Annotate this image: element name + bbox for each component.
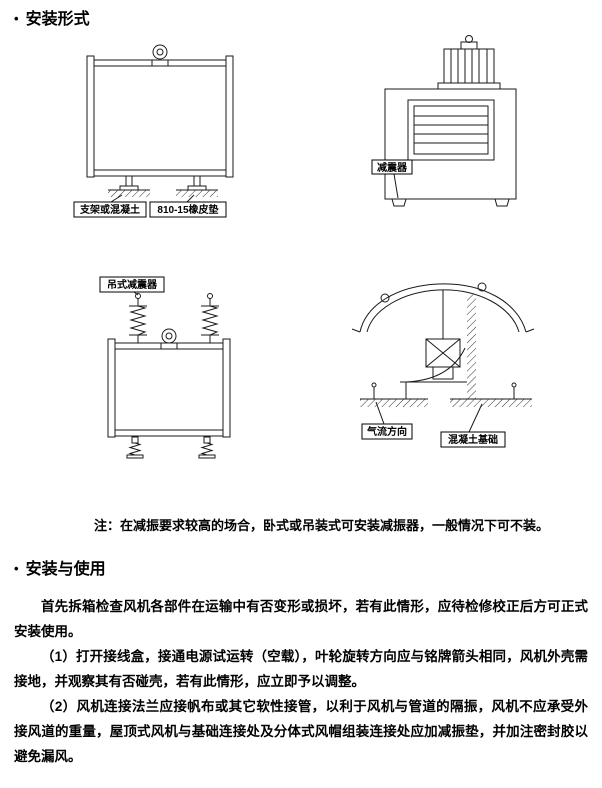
shaft-bearing [152,44,168,60]
label-hanging-damper: 吊式减震器 [99,276,165,293]
installation-diagrams: 支架或混凝土 810-15橡皮垫 [73,35,535,459]
motor-base [437,82,501,90]
label-shock-absorber: 减震器 [371,159,413,175]
rubber-pad-right [187,185,207,191]
bullet-icon: • [14,11,19,26]
label-support-or-concrete: 支架或混凝土 [73,201,147,218]
bullet-icon: • [14,561,19,576]
foot-left [391,198,407,207]
label-airflow-direction: 气流方向 [361,423,413,440]
hanging-spring-right [201,293,219,343]
usage-paragraph-1: 首先拆箱检查风机各部件在运输中有否变形或损坏，若有此情形，应待检修校正后方可正式… [14,599,588,639]
diagram-hanging-mount: 吊式减震器 [99,276,231,459]
eyebolt-right [477,282,487,292]
usage-instructions: 首先拆箱检查风机各部件在运输中有否变形或损坏，若有此情形，应待检修校正后方可正式… [14,594,588,769]
duct-wall [467,294,476,399]
diagram-horizontal-mount: 支架或混凝土 810-15橡皮垫 [73,44,234,218]
motor-eyebolt [465,35,473,43]
ground-hatch-left [108,190,150,197]
bearing-mount [160,342,178,350]
bottom-damper-right [198,436,216,459]
svg-text:810-15橡皮垫: 810-15橡皮垫 [157,203,218,216]
section-heading-installation-form: • 安装形式 [14,10,588,30]
anchor-bolt-left [371,382,377,388]
label-concrete-foundation: 混凝土基础 [440,431,506,448]
bearing-mount [151,59,169,67]
svg-text:气流方向: 气流方向 [366,425,407,438]
junction-box [432,366,454,380]
support-leg-right [193,175,201,187]
usage-paragraph-2: （1）打开接线盒，接通电源试运转（空载），叶轮旋转方向应与铭牌箭头相同，风机外壳… [14,649,588,689]
diagram-roof-fan: 气流方向 混凝土基础 [351,282,535,448]
foundation-hatch-right [450,399,532,407]
svg-text:吊式减震器: 吊式减震器 [107,278,158,291]
ground-hatch-right [176,190,218,197]
section-heading-installation-use: • 安装与使用 [14,560,588,580]
hanging-spring-left [129,293,147,343]
louver-panel [413,105,489,155]
foundation-hatch-left [360,399,428,407]
rubber-pad-left [119,185,139,191]
foot-right [494,198,510,207]
shaft-bearing [161,328,177,344]
svg-text:混凝土基础: 混凝土基础 [448,433,498,446]
section2-title: 安装与使用 [25,561,106,578]
support-leg-left [125,175,133,187]
section1-title: 安装形式 [25,11,90,28]
label-rubber-pad: 810-15橡皮垫 [149,201,227,218]
bottom-damper-left [126,436,144,459]
eyebolt-left [380,293,390,303]
inlet-cone [405,347,466,383]
vibration-note: 注：在减振要求较高的场合，卧式或吊装式可安装减振器，一般情况下可不装。 [94,518,550,533]
fan-casing [384,88,517,200]
rain-hood [359,283,527,333]
diagram-box-fan: 减震器 [371,35,517,207]
svg-text:支架或混凝土: 支架或混凝土 [79,203,140,216]
svg-text:减震器: 减震器 [377,161,408,174]
usage-paragraph-3: （2）风机连接法兰应接帆布或其它软性接管，以利于风机与管道的隔振，风机不应承受外… [14,699,588,764]
anchor-bolt-right [511,382,517,388]
